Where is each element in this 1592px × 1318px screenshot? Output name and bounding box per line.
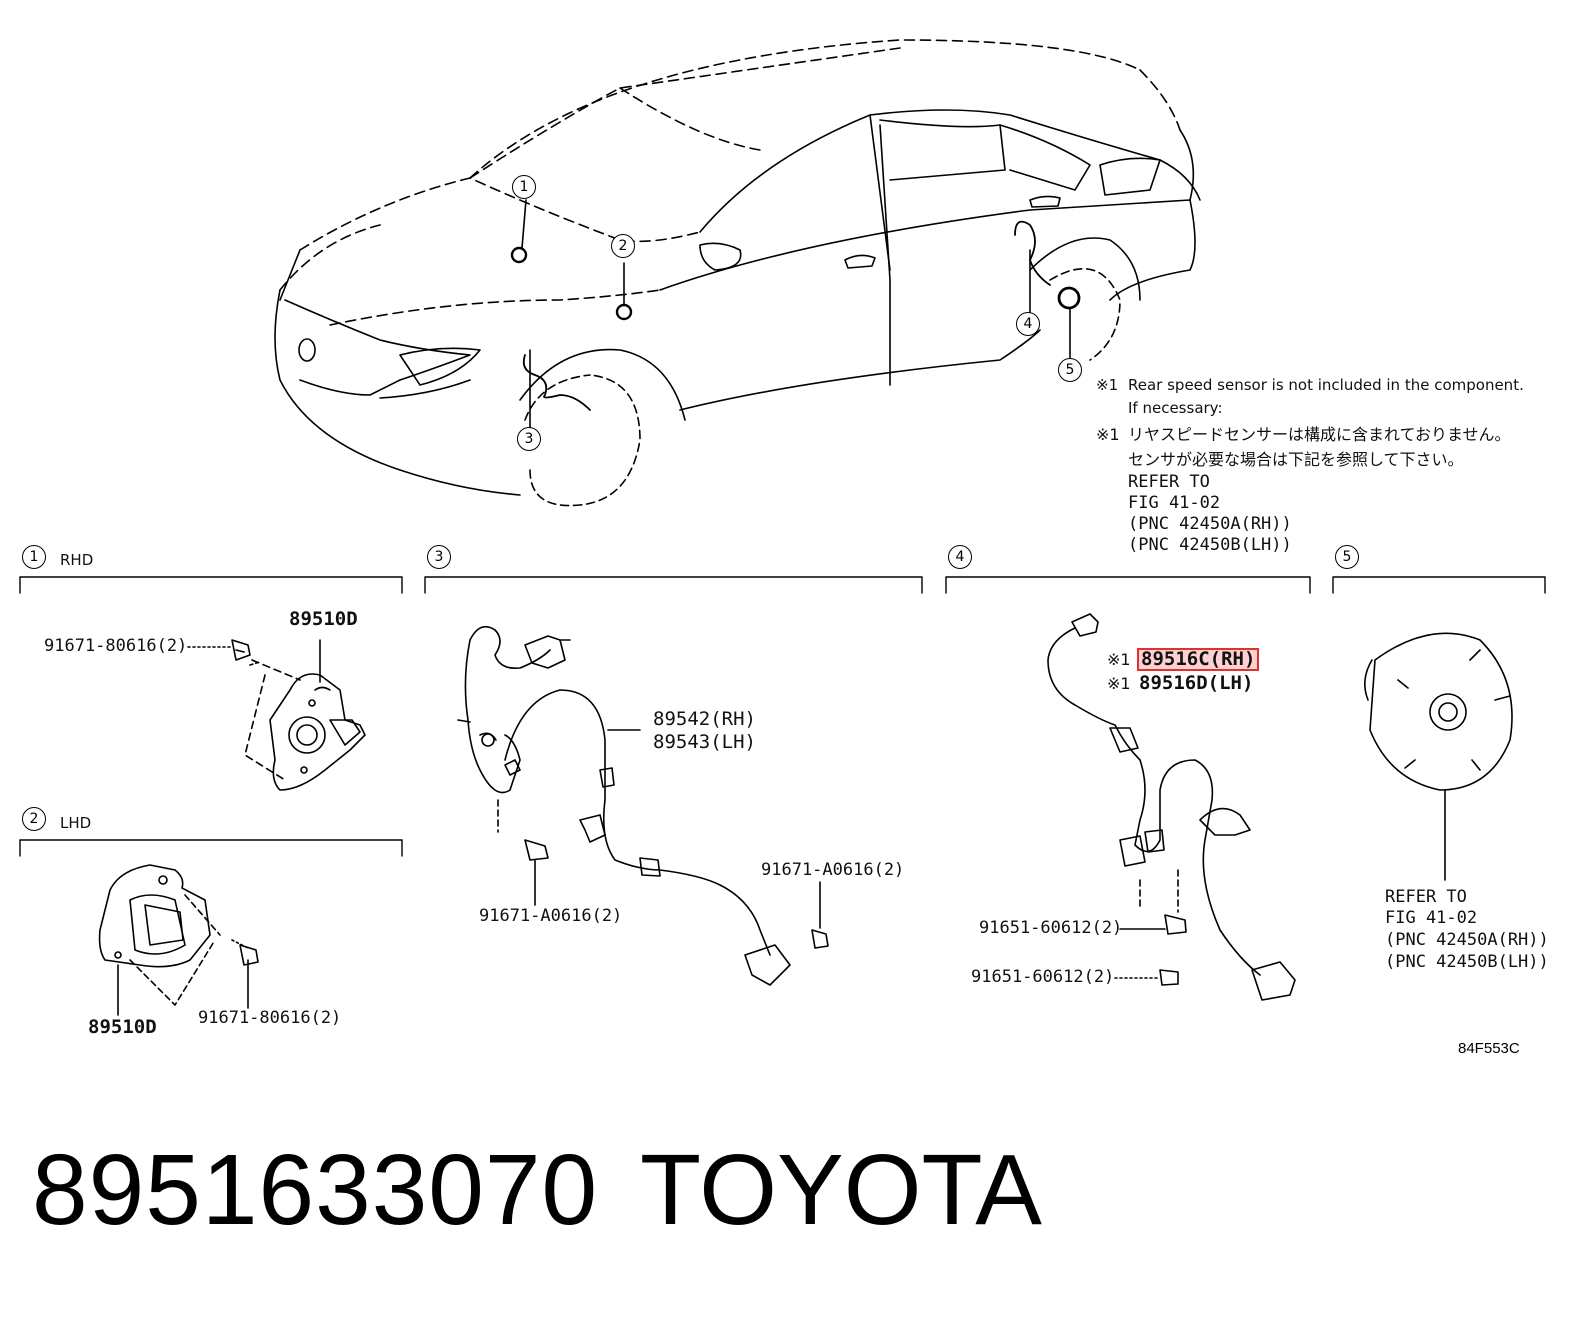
s5-refer-line4: (PNC 42450B(LH)) — [1385, 952, 1549, 972]
section-2-callout: 2 — [22, 807, 46, 831]
s3-sensor-rh-part-number[interactable]: 89542(RH) — [653, 708, 756, 730]
figure-code: 84F553C — [1458, 1040, 1520, 1057]
note-english-line2: If necessary: — [1128, 399, 1223, 417]
s2-bolt-part-number[interactable]: 91671-80616(2) — [198, 1008, 342, 1028]
callout-1-car: 1 — [512, 175, 536, 199]
s1-bolt-part-number[interactable]: 91671-80616(2) — [44, 636, 188, 656]
s5-refer-line2: FIG 41-02 — [1385, 908, 1478, 928]
s4-mark-lh: ※1 — [1107, 674, 1131, 693]
s4-sensor-rh-part-number-highlighted[interactable]: 89516C(RH) — [1136, 648, 1260, 671]
s2-component — [98, 864, 259, 1016]
section-3-callout: 3 — [427, 545, 451, 569]
s3-sensor-lh-part-number[interactable]: 89543(LH) — [653, 731, 756, 753]
footer-brand: TOYOTA — [640, 1134, 1042, 1246]
s4-sensor-lh-part-number[interactable]: 89516D(LH) — [1139, 672, 1254, 694]
section-1-label: RHD — [60, 551, 94, 569]
s3-component — [457, 625, 829, 986]
section-4-callout: 4 — [948, 545, 972, 569]
car-illustration — [274, 39, 1201, 507]
note-japanese-line2: センサが必要な場合は下記を参照して下さい。 — [1128, 450, 1464, 469]
footer-part-number: 8951633070 — [32, 1134, 599, 1246]
s5-component — [1364, 632, 1513, 881]
note-japanese-line1: リヤスピードセンサーは構成に含まれておりません。 — [1128, 425, 1511, 444]
s3-bolt-b-part-number[interactable]: 91671-A0616(2) — [479, 906, 623, 926]
callout-5-car: 5 — [1058, 358, 1082, 382]
section-2-label: LHD — [60, 814, 92, 832]
s1-actuator-part-number[interactable]: 89510D — [289, 608, 358, 630]
note-mark-jp: ※1 — [1096, 425, 1120, 444]
section-brackets — [19, 576, 1546, 857]
callout-4-car: 4 — [1016, 312, 1040, 336]
s4-bolt-a-part-number[interactable]: 91651-60612(2) — [979, 918, 1123, 938]
s2-actuator-part-number[interactable]: 89510D — [88, 1016, 157, 1038]
s1-component — [187, 639, 366, 791]
section-1-callout: 1 — [22, 545, 46, 569]
section-5-callout: 5 — [1335, 545, 1359, 569]
callout-3-car: 3 — [517, 427, 541, 451]
callout-2-car: 2 — [611, 234, 635, 258]
s5-refer-line3: (PNC 42450A(RH)) — [1385, 930, 1549, 950]
note-mark-en: ※1 — [1096, 376, 1119, 394]
s3-bolt-a-part-number[interactable]: 91671-A0616(2) — [761, 860, 905, 880]
s4-component — [1047, 613, 1296, 1001]
note-refer-line4: (PNC 42450B(LH)) — [1128, 535, 1292, 555]
s5-refer-line1: REFER TO — [1385, 887, 1467, 907]
note-refer-line2: FIG 41-02 — [1128, 493, 1221, 513]
note-english-line1: Rear speed sensor is not included in the… — [1128, 376, 1524, 394]
s4-bolt-b-part-number[interactable]: 91651-60612(2) — [971, 967, 1115, 987]
note-refer-line1: REFER TO — [1128, 472, 1210, 492]
note-refer-line3: (PNC 42450A(RH)) — [1128, 514, 1292, 534]
s4-mark-rh: ※1 — [1107, 650, 1131, 669]
